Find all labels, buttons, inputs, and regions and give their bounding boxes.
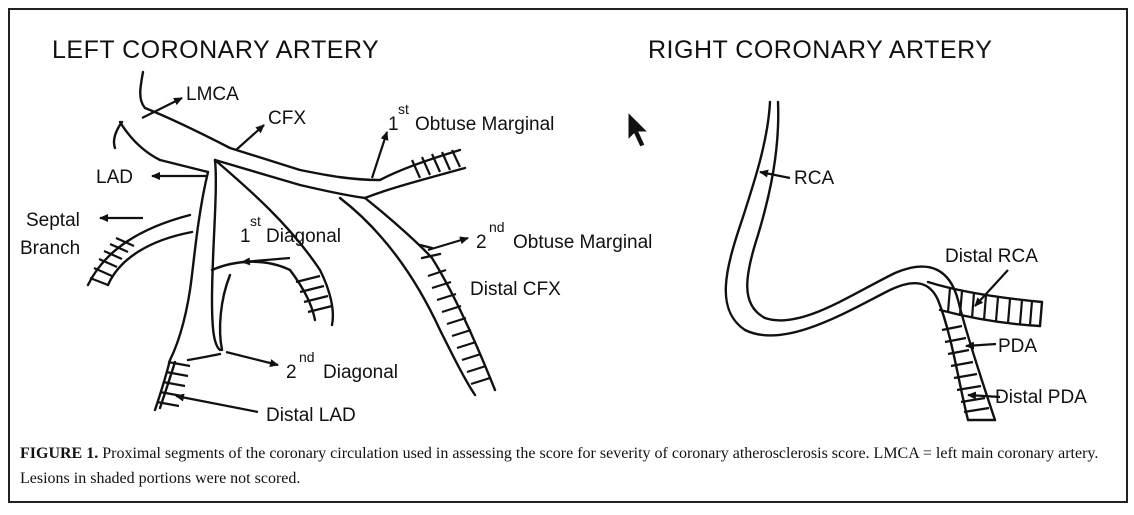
svg-text:st: st	[250, 213, 261, 229]
svg-text:1: 1	[388, 114, 399, 135]
svg-text:1: 1	[240, 226, 251, 247]
svg-text:nd: nd	[299, 349, 315, 365]
label-lmca: LMCA	[186, 84, 239, 105]
distal-rca-arrow	[975, 270, 1008, 306]
caption-text: Proximal segments of the coronary circul…	[20, 445, 1098, 487]
rca-outer-wall	[726, 102, 968, 420]
heading-left-coronary: LEFT CORONARY ARTERY	[52, 36, 379, 64]
heading-right-coronary: RIGHT CORONARY ARTERY	[648, 36, 992, 64]
rca-arrow	[760, 172, 790, 178]
svg-text:Diagonal: Diagonal	[266, 226, 341, 247]
svg-text:nd: nd	[489, 219, 505, 235]
distal-rca-lower	[940, 310, 1040, 326]
diag2-wall	[220, 275, 230, 350]
svg-text:Obtuse Marginal: Obtuse Marginal	[415, 114, 554, 135]
lad-right-wall	[212, 160, 220, 350]
cfx-arrow	[236, 125, 264, 150]
svg-text:Obtuse Marginal: Obtuse Marginal	[513, 232, 652, 253]
diag1-hatch	[296, 276, 332, 312]
svg-text:2: 2	[476, 232, 487, 253]
diag2-arrow	[226, 352, 278, 365]
diag1-arrow	[242, 258, 290, 262]
label-diagonal-1: 1 st Diagonal	[240, 213, 341, 247]
left-label-arrows	[100, 98, 468, 412]
svg-text:2: 2	[286, 362, 297, 383]
diag1-lower-wall	[212, 262, 315, 320]
label-distal-pda: Distal PDA	[995, 387, 1087, 408]
label-rca: RCA	[794, 168, 834, 189]
label-distal-cfx: Distal CFX	[470, 279, 561, 300]
septal-top-stub	[114, 122, 122, 148]
label-septal: Septal	[26, 210, 80, 231]
label-obtuse-marginal-2: 2 nd Obtuse Marginal	[476, 219, 652, 253]
distal-rca-end-cap	[1040, 302, 1042, 326]
label-cfx: CFX	[268, 108, 306, 129]
label-obtuse-marginal-1: 1 st Obtuse Marginal	[388, 101, 554, 135]
label-diagonal-2: 2 nd Diagonal	[286, 349, 398, 383]
label-distal-lad: Distal LAD	[266, 405, 356, 426]
distal-lad-arrow	[176, 396, 258, 412]
om1-lower-wall	[365, 168, 465, 198]
mouse-pointer-icon	[628, 112, 648, 147]
figure-caption: FIGURE 1. Proximal segments of the coron…	[20, 441, 1120, 491]
label-distal-rca: Distal RCA	[945, 246, 1038, 267]
svg-text:st: st	[398, 101, 409, 117]
om1-arrow	[372, 132, 387, 178]
label-branch: Branch	[20, 238, 80, 259]
caption-figure-label: FIGURE 1.	[20, 445, 98, 462]
label-lad: LAD	[96, 167, 133, 188]
label-pda: PDA	[998, 336, 1037, 357]
om2-arrow	[428, 238, 468, 250]
svg-text:Diagonal: Diagonal	[323, 362, 398, 383]
diag2-stub	[188, 354, 220, 360]
